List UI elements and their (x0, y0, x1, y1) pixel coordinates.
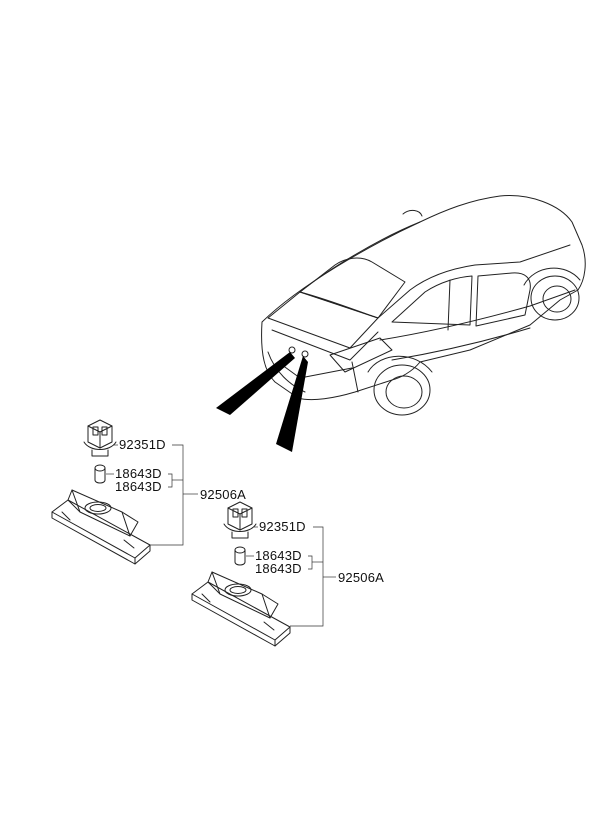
socket-b-drawing (223, 501, 257, 539)
callout-a-bulb-2: 18643D (115, 479, 162, 494)
leader-stripe-right (276, 356, 308, 452)
leader-stripe-left (216, 352, 295, 415)
group-a-parts (51, 419, 151, 565)
lamp-housing-a-drawing (51, 489, 151, 565)
callout-b-assembly: 92506A (338, 570, 385, 585)
bulb-a-drawing (94, 464, 106, 484)
callout-b-bulb-1: 18643D (255, 548, 302, 563)
leader-lines-a (106, 444, 198, 546)
callout-a-socket: 92351D (119, 437, 166, 452)
callout-b-socket: 92351D (259, 519, 306, 534)
socket-a-drawing (83, 419, 117, 457)
group-b-parts (191, 501, 291, 647)
callout-a-assembly: 92506A (200, 487, 247, 502)
callout-b-bulb-2: 18643D (255, 561, 302, 576)
callout-a-bulb-1: 18643D (115, 466, 162, 481)
leader-lines-b (246, 526, 336, 627)
bulb-b-drawing (234, 546, 246, 566)
leader-stripes (216, 352, 308, 452)
lamp-housing-b-drawing (191, 571, 291, 647)
car-illustration (261, 195, 586, 416)
